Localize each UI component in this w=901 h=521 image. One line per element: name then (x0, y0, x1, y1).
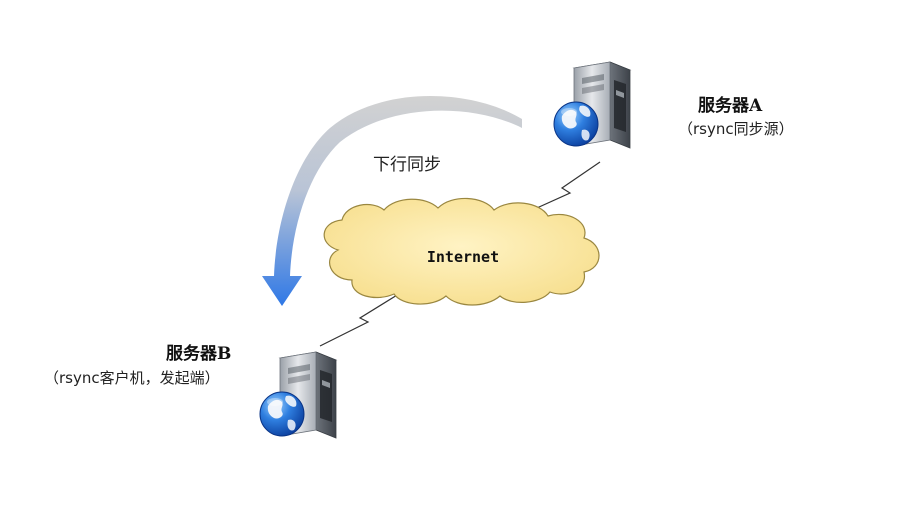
sync-direction-label: 下行同步 (373, 155, 441, 175)
server-a-role: （rsync同步源） (678, 120, 794, 138)
server-a-name: 服务器A (698, 95, 763, 116)
internet-cloud: Internet (323, 197, 600, 306)
server-b: 服务器B （rsync客户机，发起端） (44, 343, 337, 439)
server-b-role: （rsync客户机，发起端） (44, 369, 220, 387)
server-a: 服务器A （rsync同步源） (553, 61, 794, 149)
link-a-to-internet (527, 161, 601, 213)
server-b-name: 服务器B (166, 343, 231, 364)
sync-arrow (262, 96, 522, 306)
sync-arrow-body (262, 96, 522, 306)
internet-label: Internet (427, 248, 499, 266)
link-internet-to-b (319, 291, 403, 347)
server-globe-icon (259, 351, 337, 439)
cloud-shape (323, 197, 600, 306)
server-globe-icon (553, 61, 631, 149)
